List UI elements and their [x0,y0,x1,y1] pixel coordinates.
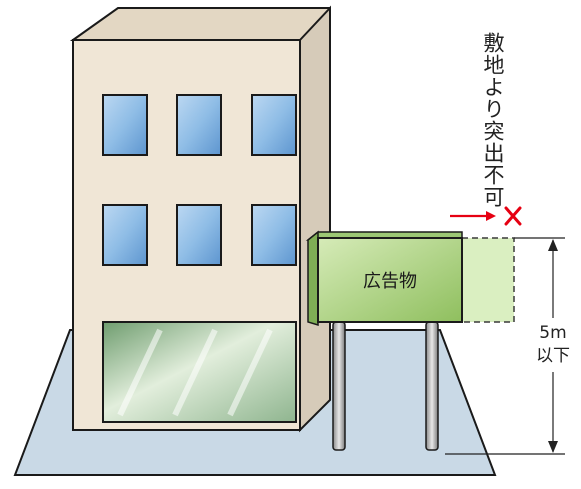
window [251,204,297,266]
cross-icon [504,206,522,226]
dimension-arrow-down-icon [548,441,558,453]
prohibition-marker [450,206,522,226]
restriction-annotation: 敷地より突出不可 [481,32,505,208]
windows [102,94,297,266]
window [102,94,148,156]
sign-board-side [307,230,319,327]
height-dimension [445,237,565,455]
window [251,94,297,156]
sign-board [317,237,463,323]
height-qualifier: 以下 [536,346,570,366]
storefront-reflections [117,328,273,417]
red-arrow-head-icon [486,211,496,221]
sign-pole-right [425,321,439,451]
building-side-wall [299,5,331,433]
sign-pole-left [332,321,346,451]
height-value: 5m [539,323,566,343]
building-roof [69,7,331,41]
window [176,94,222,156]
window [176,204,222,266]
sign-label: 広告物 [363,271,417,292]
window [102,204,148,266]
sign-overhang-dashed [461,237,515,323]
dimension-arrow-up-icon [548,239,558,251]
